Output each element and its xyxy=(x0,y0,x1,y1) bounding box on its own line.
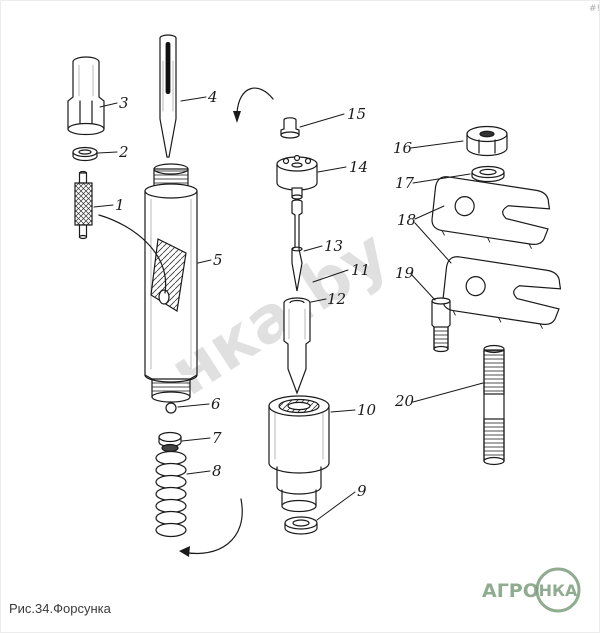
part-label-2: 2 xyxy=(118,143,129,161)
part-20-stud-drawing xyxy=(483,344,505,466)
part-8-spring-drawing xyxy=(155,450,187,538)
part-label-1: 1 xyxy=(115,196,125,214)
part-label-18: 18 xyxy=(397,211,416,229)
part-4-rod-drawing xyxy=(159,34,177,158)
part-label-15: 15 xyxy=(347,105,366,123)
part-label-13: 13 xyxy=(324,237,343,255)
part-6-ball-drawing xyxy=(165,402,177,414)
insert-curve-part1 xyxy=(98,214,167,294)
part-15-cap-drawing xyxy=(280,117,300,139)
rotation-arrow-top xyxy=(233,87,274,123)
leader-lines xyxy=(93,96,484,521)
part-label-12: 12 xyxy=(327,290,346,308)
part-label-7: 7 xyxy=(212,429,222,447)
part-5-body-drawing xyxy=(144,163,198,403)
part-14-fitting-drawing xyxy=(276,154,318,200)
logo: АГРО НКА xyxy=(482,567,581,613)
part-label-3: 3 xyxy=(119,94,129,112)
part-18-fork-plate-a xyxy=(431,176,551,249)
part-label-9: 9 xyxy=(357,482,367,500)
part-9-washer-drawing xyxy=(284,516,318,535)
part-label-4: 4 xyxy=(207,88,218,106)
part-label-19: 19 xyxy=(395,264,415,282)
part-label-8: 8 xyxy=(212,462,222,480)
part-12-nozzle-drawing xyxy=(283,297,311,395)
part-3-fitting-drawing xyxy=(67,56,105,136)
corner-mark: #! xyxy=(589,4,600,14)
rotation-arrow-bottom xyxy=(179,498,243,557)
part-labels: 1 2 3 4 5 6 7 8 9 10 11 12 13 14 15 16 1… xyxy=(115,88,416,500)
part-label-5: 5 xyxy=(213,251,223,269)
logo-word: АГРО xyxy=(482,580,539,602)
part-label-20: 20 xyxy=(394,392,415,410)
part-label-6: 6 xyxy=(211,395,221,413)
part-2-washer-drawing xyxy=(72,146,98,162)
part-13-needle-drawing xyxy=(291,199,303,292)
figure-caption: Рис.34.Форсунка xyxy=(9,601,112,616)
part-label-16: 16 xyxy=(393,139,413,157)
part-19-stud-drawing xyxy=(431,297,451,353)
part-label-10: 10 xyxy=(357,401,377,419)
part-18-fork-plate-b xyxy=(442,256,562,329)
logo-circle xyxy=(535,567,581,613)
part-label-11: 11 xyxy=(351,261,370,279)
part-label-17: 17 xyxy=(395,174,415,192)
watermark-text: нка.by xyxy=(158,216,402,410)
part-7-seat-drawing xyxy=(158,431,182,453)
part-16-nut-drawing xyxy=(466,125,508,157)
part-1-filter-drawing xyxy=(74,170,93,240)
part-label-14: 14 xyxy=(349,158,368,176)
part-17-washer-drawing xyxy=(471,165,505,183)
part-10-nut-drawing xyxy=(268,395,330,513)
logo-badge: НКА xyxy=(539,581,578,600)
